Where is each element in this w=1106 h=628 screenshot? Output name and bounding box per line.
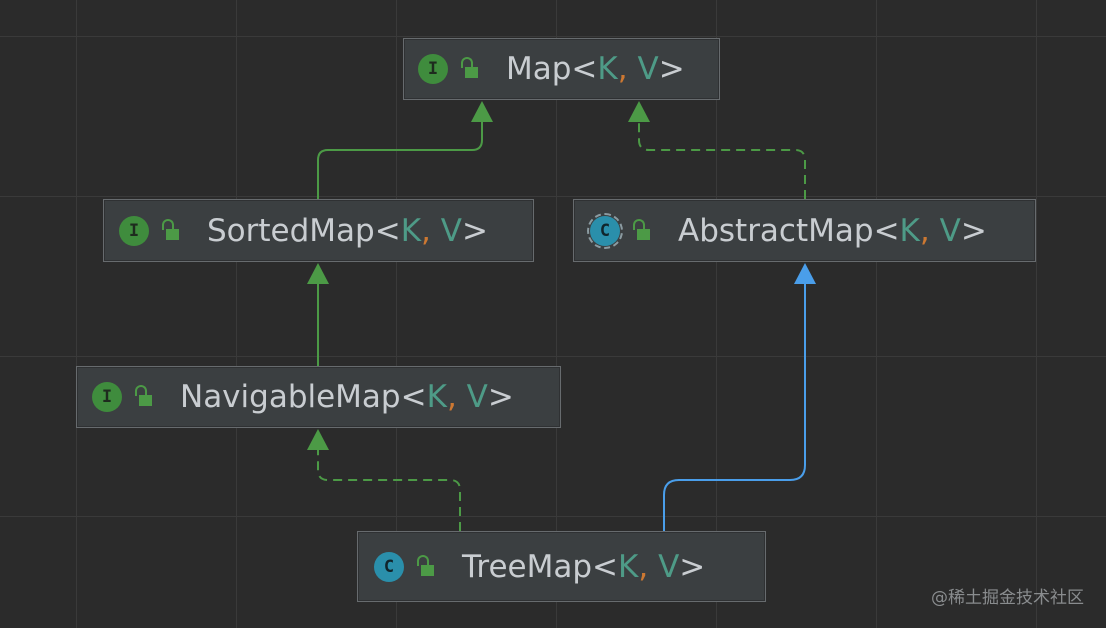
node-treemap-label: TreeMap<K, V> (462, 548, 706, 585)
arrowhead-map-left (471, 101, 493, 122)
arrowhead-sortedmap (307, 263, 329, 284)
public-lock-icon (416, 554, 436, 580)
node-navigablemap[interactable]: I NavigableMap<K, V> (76, 366, 561, 428)
public-lock-icon (632, 218, 652, 244)
edge-abstractmap-to-map (638, 118, 806, 199)
arrowhead-map-right (628, 101, 650, 122)
node-treemap[interactable]: C TreeMap<K, V> (357, 531, 766, 602)
public-lock-icon (161, 218, 181, 244)
edge-treemap-to-navigablemap (317, 448, 461, 531)
node-sortedmap[interactable]: I SortedMap<K, V> (103, 199, 534, 262)
watermark: @稀土掘金技术社区 (931, 588, 1084, 608)
node-sortedmap-label: SortedMap<K, V> (207, 212, 488, 249)
arrowhead-navigablemap (307, 429, 329, 450)
interface-icon: I (92, 382, 122, 412)
node-map-label: Map<K, V> (506, 51, 685, 87)
abstract-class-icon: C (587, 212, 623, 249)
edge-treemap-to-abstractmap (663, 282, 806, 531)
node-abstractmap[interactable]: C AbstractMap<K, V> (573, 199, 1036, 262)
interface-icon: I (119, 215, 149, 246)
node-navigablemap-label: NavigableMap<K, V> (180, 379, 514, 415)
class-icon: C (374, 551, 404, 582)
public-lock-icon (460, 56, 480, 82)
node-abstractmap-label: AbstractMap<K, V> (678, 212, 987, 249)
interface-icon: I (418, 54, 448, 84)
public-lock-icon (134, 384, 154, 410)
arrowhead-abstractmap (794, 263, 816, 284)
node-map[interactable]: I Map<K, V> (403, 38, 720, 100)
edge-sortedmap-to-map (317, 118, 483, 199)
